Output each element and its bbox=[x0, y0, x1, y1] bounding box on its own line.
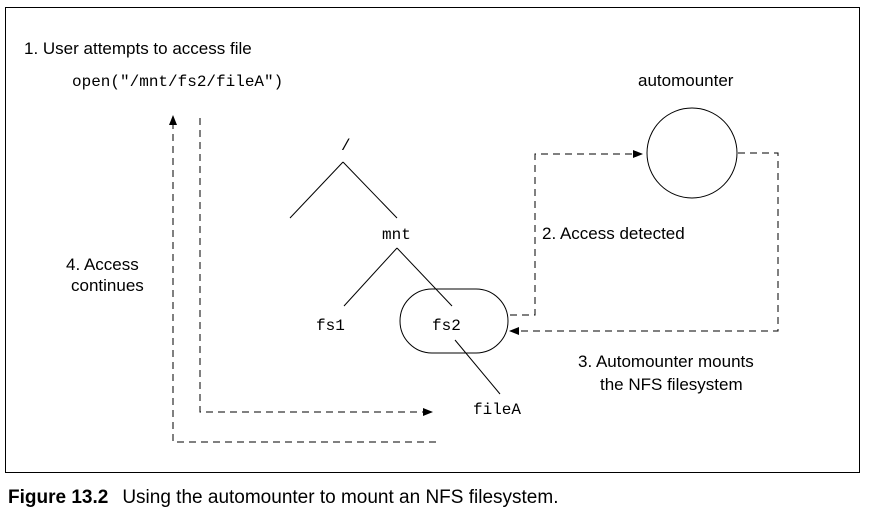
tree-edge-mnt-fs1 bbox=[343, 247, 398, 307]
step4-label-line2: continues bbox=[71, 276, 144, 295]
step3-label-line2: the NFS filesystem bbox=[600, 375, 743, 394]
caption-label: Figure 13.2 bbox=[8, 487, 109, 508]
tree-mnt-node: mnt bbox=[382, 226, 411, 244]
step1-label: 1. User attempts to access file bbox=[24, 39, 252, 58]
access-attempt-arrow bbox=[199, 118, 433, 416]
mount-arrow bbox=[509, 152, 779, 335]
tree-fileA-node: fileA bbox=[473, 401, 521, 419]
access-detected-arrow bbox=[510, 150, 643, 316]
step1-code: open("/mnt/fs2/fileA") bbox=[72, 73, 283, 91]
tree-root-node: / bbox=[341, 137, 351, 155]
step3-label-line1: 3. Automounter mounts bbox=[578, 352, 754, 371]
tree-edge-fs2-fileA bbox=[454, 339, 501, 395]
figure-frame bbox=[5, 7, 860, 473]
automounter-process-circle bbox=[646, 107, 738, 199]
tree-fs1-node: fs1 bbox=[316, 317, 345, 335]
tree-fs2-node: fs2 bbox=[432, 317, 461, 335]
automounter-label: automounter bbox=[638, 71, 734, 90]
nfs-mount-boundary bbox=[399, 288, 509, 354]
step2-label: 2. Access detected bbox=[542, 224, 685, 243]
access-continues-arrow bbox=[169, 115, 436, 443]
figure-caption: Figure 13.2 Using the automounter to moun… bbox=[8, 487, 558, 509]
caption-text: Using the automounter to mount an NFS fi… bbox=[122, 487, 559, 508]
tree-edge-root-mnt bbox=[342, 161, 398, 219]
step4-label-line1: 4. Access bbox=[66, 255, 139, 274]
tree-edge-mnt-fs2 bbox=[396, 247, 453, 307]
automounter-diagram: 1. User attempts to access file open("/m… bbox=[24, 39, 779, 443]
tree-edge-root-left bbox=[289, 161, 344, 219]
